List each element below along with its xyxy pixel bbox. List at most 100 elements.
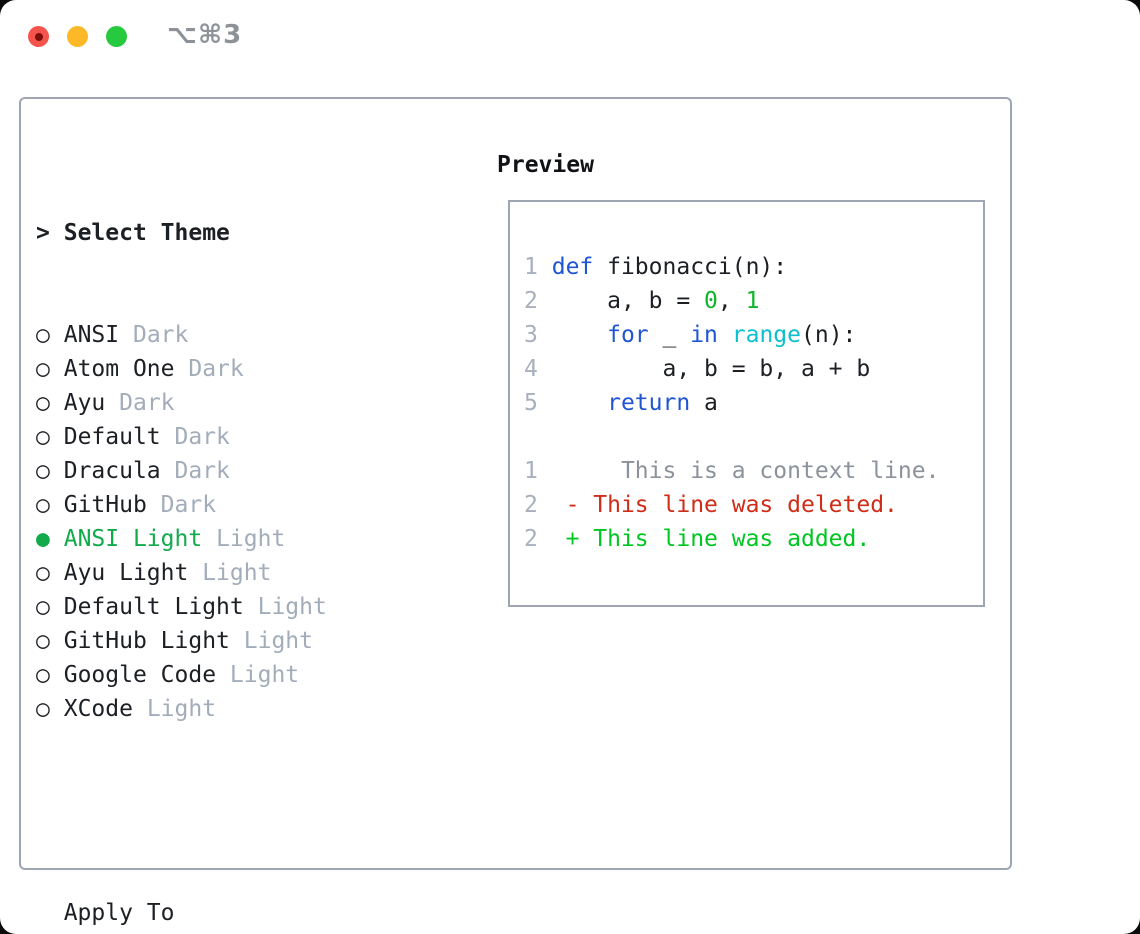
theme-option-label: GitHub <box>63 492 147 518</box>
code-line: 5 return a <box>524 386 983 420</box>
theme-option-tag: Dark <box>132 322 189 348</box>
radio-bullet-icon: ● <box>36 526 50 552</box>
radio-bullet-icon: ○ <box>36 322 50 348</box>
code-token: a, b = b, a + b <box>551 356 871 382</box>
diff-line: 1 This is a context line. <box>524 454 983 488</box>
theme-options: ○ ANSI Dark○ Atom One Dark○ Ayu Dark○ De… <box>36 318 424 726</box>
theme-dialog-panel <box>19 97 1012 870</box>
code-token: 1 <box>745 288 760 314</box>
theme-option-label: GitHub Light <box>63 628 230 654</box>
code-token: , <box>717 288 746 314</box>
line-number: 2 <box>524 288 538 314</box>
code-token: def <box>551 254 594 280</box>
line-number: 1 <box>524 254 538 280</box>
diff-text: - This line was deleted. <box>551 492 898 518</box>
code-token: a <box>690 390 718 416</box>
radio-bullet-icon: ○ <box>36 492 50 518</box>
theme-option[interactable]: ○ Dracula Dark <box>36 454 424 488</box>
theme-option-tag: Dark <box>174 424 230 450</box>
window-title: ⌥⌘3 <box>167 20 243 50</box>
spacer <box>36 794 424 828</box>
theme-option-tag: Dark <box>119 390 175 416</box>
code-token: a, b = <box>551 288 705 314</box>
line-number: 4 <box>524 356 538 382</box>
code-token: 0 <box>704 288 718 314</box>
theme-option-label: XCode <box>63 696 133 722</box>
code-line: 3 for _ in range(n): <box>524 318 983 352</box>
line-number: 2 <box>524 526 538 552</box>
code-token: range <box>731 322 802 348</box>
theme-list-title: Select Theme <box>63 220 230 246</box>
radio-bullet-icon: ○ <box>36 696 50 722</box>
diff-sample: 1 This is a context line.2 - This line w… <box>524 454 983 556</box>
diff-line: 2 - This line was deleted. <box>524 488 983 522</box>
theme-option-tag: Dark <box>188 356 244 382</box>
radio-bullet-icon: ○ <box>36 662 50 688</box>
line-number: 5 <box>524 390 538 416</box>
code-token: return <box>607 390 691 416</box>
code-token <box>552 322 607 348</box>
theme-option-label: Dracula <box>63 458 161 484</box>
theme-option-label: ANSI <box>63 322 120 348</box>
radio-bullet-icon: ○ <box>36 594 50 620</box>
close-button[interactable] <box>28 26 49 47</box>
diff-text: + This line was added. <box>551 526 871 552</box>
zoom-button[interactable] <box>106 26 127 47</box>
theme-option-tag: Light <box>202 560 272 586</box>
preview-title: Preview <box>497 152 594 178</box>
theme-option[interactable]: ● ANSI Light Light <box>36 522 424 556</box>
theme-option[interactable]: ○ Ayu Light Light <box>36 556 424 590</box>
theme-option[interactable]: ○ GitHub Light Light <box>36 624 424 658</box>
theme-option[interactable]: ○ Default Dark <box>36 420 424 454</box>
code-line: 1 def fibonacci(n): <box>524 250 983 284</box>
line-number: 2 <box>524 492 538 518</box>
theme-option[interactable]: ○ Google Code Light <box>36 658 424 692</box>
radio-bullet-icon: ○ <box>36 356 50 382</box>
code-token: (n): <box>801 322 857 348</box>
theme-option-tag: Light <box>216 526 286 552</box>
radio-bullet-icon: ○ <box>36 390 50 416</box>
theme-option[interactable]: ○ Atom One Dark <box>36 352 424 386</box>
theme-option-tag: Light <box>257 594 327 620</box>
radio-bullet-icon: ○ <box>36 628 50 654</box>
theme-option-label: Ayu <box>63 390 106 416</box>
theme-option-label: Default <box>63 424 161 450</box>
theme-option[interactable]: ○ Default Light Light <box>36 590 424 624</box>
radio-bullet-icon: ○ <box>36 424 50 450</box>
line-number: 1 <box>524 458 538 484</box>
code-line: 2 a, b = 0, 1 <box>524 284 983 318</box>
theme-option[interactable]: ○ XCode Light <box>36 692 424 726</box>
theme-option[interactable]: ○ Ayu Dark <box>36 386 424 420</box>
code-token: fibonacci(n): <box>593 254 788 280</box>
code-token: for <box>607 322 649 348</box>
theme-option-label: Google Code <box>63 662 217 688</box>
theme-list-header: > Select Theme <box>36 216 424 250</box>
theme-option-tag: Dark <box>174 458 230 484</box>
radio-bullet-icon: ○ <box>36 458 50 484</box>
diff-text: This is a context line. <box>551 458 940 484</box>
code-line: 4 a, b = b, a + b <box>524 352 983 386</box>
code-token: in <box>690 322 718 348</box>
theme-option[interactable]: ○ ANSI Dark <box>36 318 424 352</box>
theme-option[interactable]: ○ GitHub Dark <box>36 488 424 522</box>
spacer <box>524 420 983 454</box>
code-token: _ <box>648 322 691 348</box>
theme-option-tag: Light <box>229 662 300 688</box>
theme-option-label: Default Light <box>63 594 244 620</box>
apply-to-header: Apply To <box>63 900 175 926</box>
close-dot-icon <box>34 32 43 41</box>
code-token <box>552 390 607 416</box>
code-token <box>718 322 732 348</box>
minimize-button[interactable] <box>67 26 88 47</box>
theme-option-label: Ayu Light <box>63 560 189 586</box>
theme-list: > Select Theme ○ ANSI Dark○ Atom One Dar… <box>36 148 424 934</box>
theme-option-tag: Light <box>146 696 217 722</box>
line-number: 3 <box>524 322 538 348</box>
diff-line: 2 + This line was added. <box>524 522 983 556</box>
radio-bullet-icon: ○ <box>36 560 50 586</box>
theme-option-label: Atom One <box>63 356 175 382</box>
prompt-cursor-icon: > <box>36 220 50 246</box>
theme-option-label: ANSI Light <box>63 526 203 552</box>
theme-option-tag: Dark <box>160 492 217 518</box>
